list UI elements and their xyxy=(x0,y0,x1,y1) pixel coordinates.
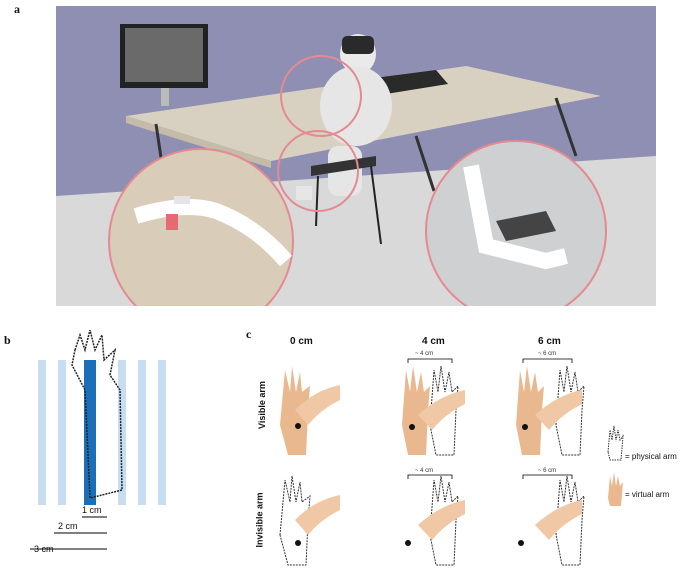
distance-label: ~ 6 cm xyxy=(538,351,557,357)
stripe xyxy=(138,360,146,505)
panel-letter-a: a xyxy=(14,2,20,16)
stripe xyxy=(158,360,166,505)
scale-label-2cm: 2 cm xyxy=(58,521,78,531)
person-torso xyxy=(320,66,392,146)
invisible-arm-6cm xyxy=(518,475,585,566)
arm-conditions-grid xyxy=(279,358,624,566)
stripe xyxy=(58,360,66,505)
legend-physical-arm: = physical arm xyxy=(625,452,677,461)
hand-outline xyxy=(71,330,123,499)
stripe-hand-figure xyxy=(30,330,166,550)
stripe-target xyxy=(84,360,96,505)
virtual-arm-legend-icon xyxy=(608,472,623,506)
stripe xyxy=(118,360,126,505)
chair xyxy=(311,156,376,176)
column-header-4cm: 4 cm xyxy=(422,336,445,347)
stripe xyxy=(38,360,46,505)
column-header-0cm: 0 cm xyxy=(290,336,313,347)
wrist-callout xyxy=(108,148,294,306)
foot-pedal-icon xyxy=(496,211,556,241)
scale-label-1cm: 1 cm xyxy=(82,505,102,515)
distance-label: ~ 4 cm xyxy=(415,468,434,474)
scene-drawing xyxy=(56,6,656,306)
visible-arm-6cm xyxy=(516,365,585,456)
wrist-tracker-icon xyxy=(166,214,178,230)
keypad-device xyxy=(374,70,448,94)
vr-headset-icon xyxy=(342,36,374,54)
panel-letter-c: c xyxy=(246,327,252,341)
vr-setup-illustration xyxy=(56,6,656,306)
distance-label: ~ 6 cm xyxy=(538,468,557,474)
invisible-arm-4cm xyxy=(405,475,465,566)
physical-arm-legend-icon xyxy=(607,425,624,461)
visible-arm-4cm xyxy=(402,365,465,456)
invisible-arm-0cm xyxy=(279,475,340,566)
distance-label: ~ 4 cm xyxy=(415,351,434,357)
legend-virtual-arm: = virtual arm xyxy=(625,490,670,499)
column-header-6cm: 6 cm xyxy=(538,336,561,347)
scale-label-3cm: 3 cm xyxy=(34,544,54,554)
visible-arm-0cm xyxy=(280,366,340,455)
panel-letter-b: b xyxy=(4,333,11,347)
